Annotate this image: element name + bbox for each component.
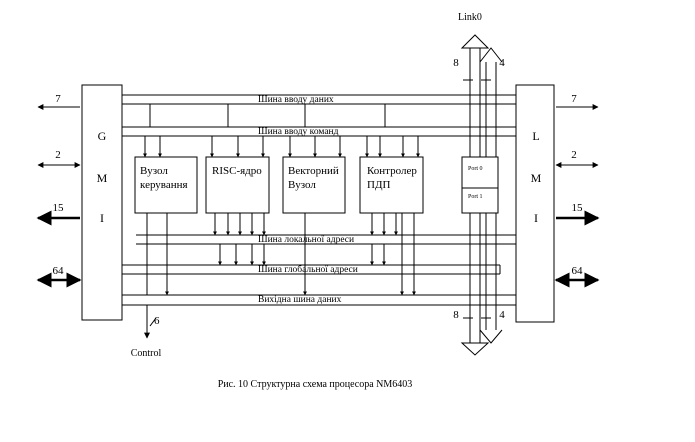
global-addr-arrows: [218, 244, 386, 266]
figure-caption: Рис. 10 Структурна схема процесора NM640…: [218, 379, 413, 390]
right-port-64-label: 64: [572, 265, 584, 277]
bus-label-global-addr: Шина глобальної адреси: [258, 264, 358, 275]
risc-label: RISC-ядро: [212, 165, 262, 177]
link0-bottom-arrows: [460, 213, 503, 356]
bus-local-addr: [136, 234, 516, 245]
dma-controller-block: [359, 156, 424, 214]
bus-cmd-in: [122, 126, 516, 137]
port-block: [461, 156, 499, 214]
gmi-letter-1: G: [98, 129, 107, 143]
lmi-letter-3: I: [534, 211, 538, 225]
local-addr-arrows: [213, 213, 398, 236]
control-count: 6: [154, 315, 160, 327]
control-node-label-1: Вузол: [140, 165, 168, 177]
left-port-64-label: 64: [53, 265, 65, 277]
left-port-2-label: 2: [55, 149, 61, 161]
link0-top-arrows: [460, 34, 503, 157]
block-vertical-links: [166, 213, 501, 274]
control-slash: [149, 317, 157, 327]
lmi-letter-1: L: [532, 129, 539, 143]
control-node-block: [134, 156, 198, 214]
gmi-block: [81, 84, 123, 321]
bus-label-local-addr: Шина локальної адреси: [258, 235, 354, 245]
bus-label-data-in: Шина вводу даних: [258, 95, 334, 105]
gmi-letter-2: M: [97, 171, 108, 185]
vector-label-2: Вузол: [288, 179, 316, 191]
bus-global-addr: [122, 264, 500, 275]
bus-data-in: [122, 94, 516, 105]
dma-label-1: Контролер: [367, 165, 417, 177]
lmi-letter-2: M: [531, 171, 542, 185]
right-port-7-label: 7: [571, 93, 577, 105]
link-bottom-right-count: 4: [499, 309, 505, 321]
link-bottom-left-count: 8: [453, 309, 459, 321]
vector-node-block: [282, 156, 346, 214]
bus-label-data-out: Вихідна шина даних: [258, 295, 342, 305]
gmi-letter-3: I: [100, 211, 104, 225]
bus-label-cmd-in: Шина вводу команд: [258, 127, 339, 137]
dma-label-2: ПДП: [367, 179, 390, 191]
left-port-15-label: 15: [53, 202, 65, 214]
link-top-right-count: 4: [499, 57, 505, 69]
data-in-feeders: [149, 104, 386, 127]
control-label: Control: [131, 348, 162, 359]
bus-data-out: [122, 294, 516, 306]
link0-label: Link0: [458, 12, 482, 23]
control-node-label-2: керування: [140, 179, 188, 191]
right-port-2-label: 2: [571, 149, 577, 161]
lmi-block: [515, 84, 555, 323]
link-top-left-count: 8: [453, 57, 459, 69]
data-out-arrows: [165, 274, 416, 296]
vector-label-1: Векторний: [288, 165, 339, 177]
cmd-bus-arrows: [143, 136, 420, 158]
right-port-15-label: 15: [572, 202, 584, 214]
port0-label: Port 0: [468, 166, 483, 172]
port1-label: Port 1: [468, 194, 483, 200]
risc-core-block: [205, 156, 270, 214]
left-port-7-label: 7: [55, 93, 61, 105]
